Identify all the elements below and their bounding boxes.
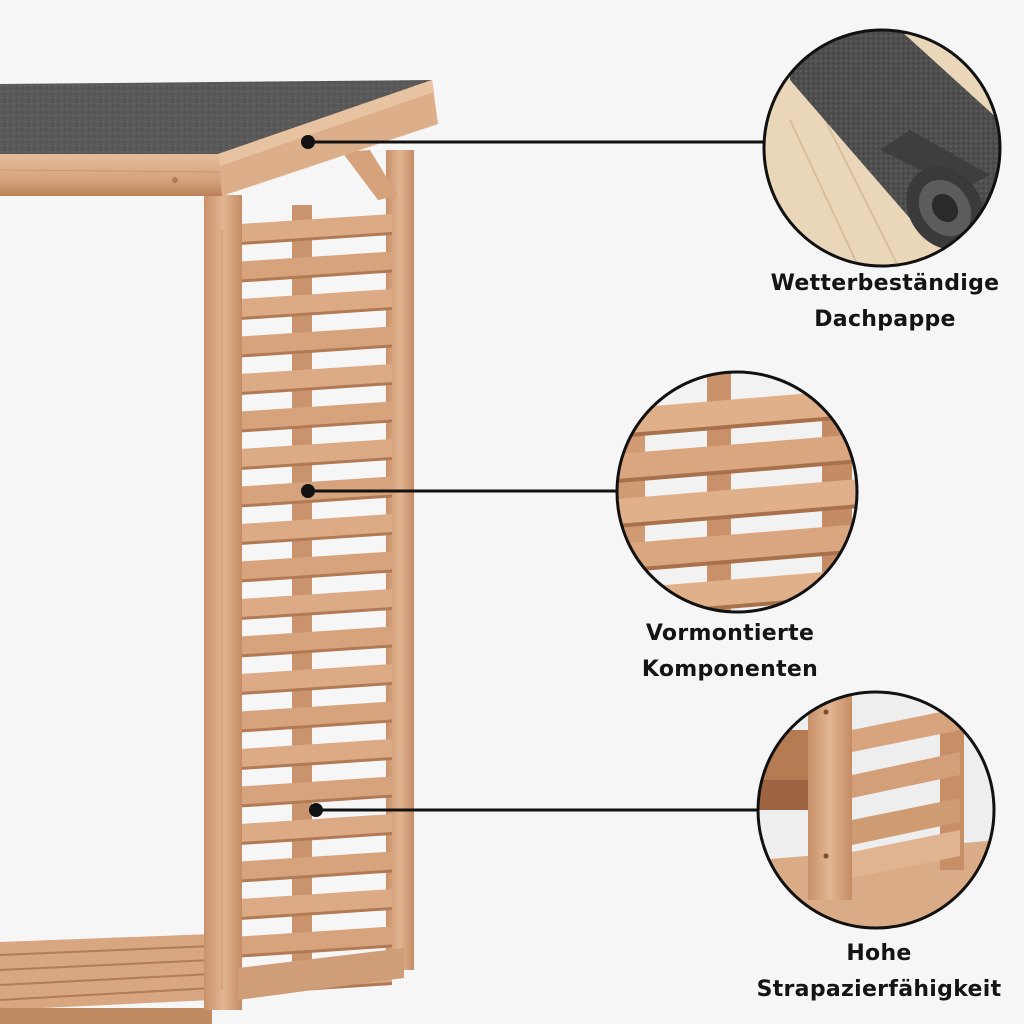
- wall-slat-shadow: [240, 269, 392, 283]
- wall-slat-shadow: [240, 569, 392, 583]
- wall-slat-shadow: [240, 532, 392, 545]
- panel-slat-shadow: [617, 504, 857, 528]
- feature-label-line: Wetterbeständige: [770, 271, 1000, 296]
- wall-slat-shadow: [240, 344, 392, 358]
- wall-slat-shadow: [240, 307, 392, 320]
- wall-slat-shadow: [240, 607, 392, 620]
- wall-slat-shadow: [240, 382, 392, 395]
- panel-slat: [617, 479, 857, 527]
- wall-slat-shadow: [240, 457, 392, 470]
- roof-brace: [342, 150, 398, 200]
- panel-slat-shadow: [617, 549, 857, 573]
- feature-label-line: Dachpappe: [814, 307, 956, 332]
- wall-slat-shadow: [240, 944, 392, 958]
- wall-slat-shadow: [240, 419, 392, 433]
- feature-label-durability: Hohe Strapazierfähigkeit: [724, 936, 1024, 1008]
- callout-dot-panel: [301, 484, 315, 498]
- panel-slat: [617, 434, 857, 482]
- callouts: [301, 135, 765, 817]
- wall-slat-shadow: [240, 644, 392, 658]
- wall-slat-shadow: [240, 232, 392, 245]
- panel-slat: [617, 389, 857, 437]
- feature-label-line: Komponenten: [641, 657, 819, 682]
- detail-roofing-felt: [762, 28, 1002, 268]
- roof: [0, 80, 438, 196]
- wall-slat-shadow: [240, 719, 392, 733]
- wall-slat-shadow: [240, 682, 392, 695]
- front-post: [204, 195, 242, 1010]
- wall-slat-shadow: [240, 869, 392, 883]
- callout-dot-frame: [309, 803, 323, 817]
- feature-label-preassembled: Vormontierte Komponenten: [590, 616, 870, 688]
- feature-label-line: Hohe: [846, 941, 912, 966]
- detail-corner-joint: [756, 690, 996, 930]
- side-wall-slats: [240, 214, 392, 995]
- floor-deck: [0, 934, 213, 1024]
- wall-slat-shadow: [240, 832, 392, 845]
- wall-slat-shadow: [240, 494, 392, 508]
- wood-shed: [0, 80, 438, 1024]
- callout-dot-roof: [301, 135, 315, 149]
- wall-slat-shadow: [240, 907, 392, 920]
- support-stile: [292, 205, 312, 965]
- feature-label-line: Strapazierfähigkeit: [756, 977, 1002, 1002]
- feature-label-line: Vormontierte: [645, 621, 815, 646]
- panel-slat: [617, 524, 857, 572]
- wall-slat-shadow: [240, 757, 392, 770]
- panel-slat-shadow: [617, 414, 857, 438]
- feature-label-roofing: Wetterbeständige Dachpappe: [730, 266, 1024, 338]
- panel-slat-shadow: [617, 459, 857, 483]
- wall-slat-shadow: [240, 794, 392, 808]
